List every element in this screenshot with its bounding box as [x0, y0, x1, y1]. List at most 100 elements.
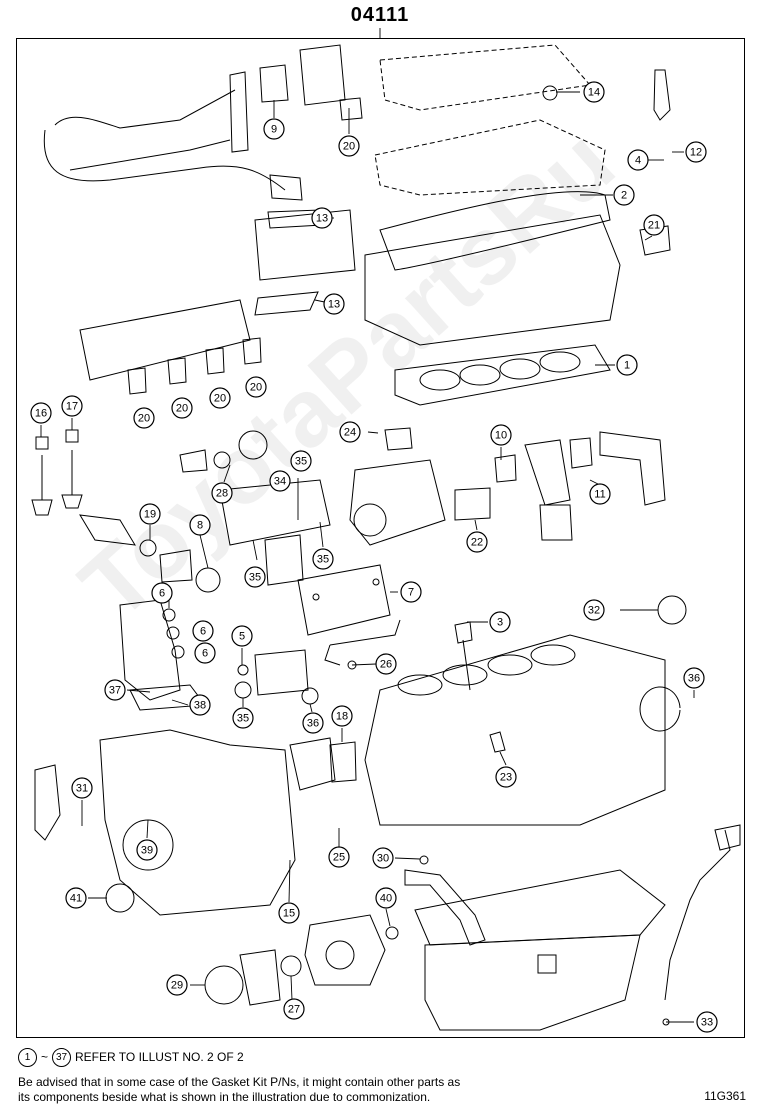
callout-label: 11: [594, 489, 605, 501]
callout-label: 10: [495, 430, 507, 442]
callout-label: 35: [317, 554, 329, 566]
callout-label: 6: [200, 626, 206, 638]
callout-label: 18: [336, 711, 348, 723]
dipstick-drawing: [662, 824, 741, 1026]
callout-36: 36: [683, 667, 705, 689]
callout-1: 1: [616, 354, 638, 376]
callout-label: 35: [295, 456, 307, 468]
callout-label: 23: [500, 772, 512, 784]
oil-pump-drawing: [119, 599, 319, 711]
callout-label: 20: [250, 382, 262, 394]
callout-7: 7: [400, 581, 422, 603]
leader-lines: [40, 91, 695, 1023]
callout-label: 26: [380, 659, 392, 671]
callout-label: 35: [237, 713, 249, 725]
callout-20: 20: [171, 397, 193, 419]
callout-6: 6: [192, 620, 214, 642]
callout-label: 29: [171, 980, 183, 992]
callout-37: 37: [104, 679, 126, 701]
valves-drawing: [31, 429, 83, 516]
callout-6: 6: [194, 642, 216, 664]
callout-35: 35: [312, 548, 334, 570]
range-end-callout: 37: [52, 1048, 72, 1067]
callout-label: 25: [333, 852, 345, 864]
callout-9: 9: [263, 118, 285, 140]
callout-label: 24: [344, 427, 356, 439]
callout-label: 34: [274, 476, 286, 488]
callout-11: 11: [589, 483, 611, 505]
diagram-frame: [16, 38, 745, 1038]
callout-label: 30: [377, 853, 389, 865]
callout-label: 20: [176, 403, 188, 415]
callout-19: 19: [139, 503, 161, 525]
figure-reference: 11G361: [704, 1089, 746, 1103]
callout-label: 31: [76, 783, 88, 795]
mid-components-drawing: [79, 427, 666, 593]
diagram-title: 04111: [350, 4, 410, 26]
callout-20: 20: [245, 376, 267, 398]
disclaimer-note: Be advised that in some case of the Gask…: [18, 1075, 638, 1105]
disclaimer-line-2: its components beside what is shown in t…: [18, 1090, 431, 1104]
callout-label: 41: [70, 893, 82, 905]
callout-34: 34: [269, 470, 291, 492]
callout-label: 1: [624, 360, 630, 372]
callout-label: 35: [249, 572, 261, 584]
callout-label: 8: [197, 520, 203, 532]
callout-20: 20: [133, 407, 155, 429]
oil-pan-drawing: [404, 855, 666, 1031]
callout-38: 38: [189, 694, 211, 716]
callout-label: 7: [408, 587, 414, 599]
callout-31: 31: [71, 777, 93, 799]
callout-label: 36: [688, 673, 700, 685]
exhaust-gaskets-drawing: [127, 337, 262, 395]
dipstick-guide-drawing: [324, 619, 473, 691]
callout-29: 29: [166, 974, 188, 996]
head-gasket-drawing: [394, 344, 611, 406]
callout-33: 33: [696, 1011, 718, 1033]
callout-30: 30: [372, 847, 394, 869]
callout-label: 37: [109, 685, 121, 697]
callout-label: 32: [588, 605, 600, 617]
callout-label: 12: [690, 147, 702, 159]
callout-23: 23: [495, 766, 517, 788]
injection-pump-drawing: [204, 914, 399, 1006]
callout-label: 20: [214, 393, 226, 405]
callout-label: 6: [159, 588, 165, 600]
callout-label: 15: [283, 908, 295, 920]
callout-8: 8: [189, 514, 211, 536]
callout-label: 5: [239, 631, 245, 643]
callout-32: 32: [583, 599, 605, 621]
range-start-callout: 1: [18, 1048, 37, 1067]
callout-39: 39: [136, 839, 158, 861]
callout-label: 13: [328, 299, 340, 311]
callout-label: 14: [588, 87, 600, 99]
callout-label: 13: [316, 213, 328, 225]
callout-25: 25: [328, 846, 350, 868]
callout-41: 41: [65, 887, 87, 909]
callout-14: 14: [583, 81, 605, 103]
callout-22: 22: [466, 531, 488, 553]
callout-16: 16: [30, 402, 52, 424]
callout-label: 17: [66, 401, 78, 413]
callout-5: 5: [231, 625, 253, 647]
callout-label: 4: [635, 155, 641, 167]
callout-label: 2: [621, 190, 627, 202]
range-tilde: ~: [41, 1050, 49, 1064]
callout-label: 36: [307, 718, 319, 730]
callout-3: 3: [489, 611, 511, 633]
callout-12: 12: [685, 141, 707, 163]
callout-label: 40: [380, 893, 392, 905]
callout-label: 16: [35, 408, 47, 420]
callout-label: 9: [271, 124, 277, 136]
timing-cover-drawing: [34, 729, 357, 916]
callout-28: 28: [211, 482, 233, 504]
callout-label: 39: [141, 845, 153, 857]
callout-bubbles: 1234566678910111213131415161718192020202…: [30, 81, 718, 1033]
oil-cooler-gasket-drawing: [297, 564, 391, 636]
callout-label: 20: [343, 141, 355, 153]
callout-20: 20: [338, 135, 360, 157]
callout-17: 17: [61, 395, 83, 417]
callout-35: 35: [232, 707, 254, 729]
callout-label: 33: [701, 1017, 713, 1029]
